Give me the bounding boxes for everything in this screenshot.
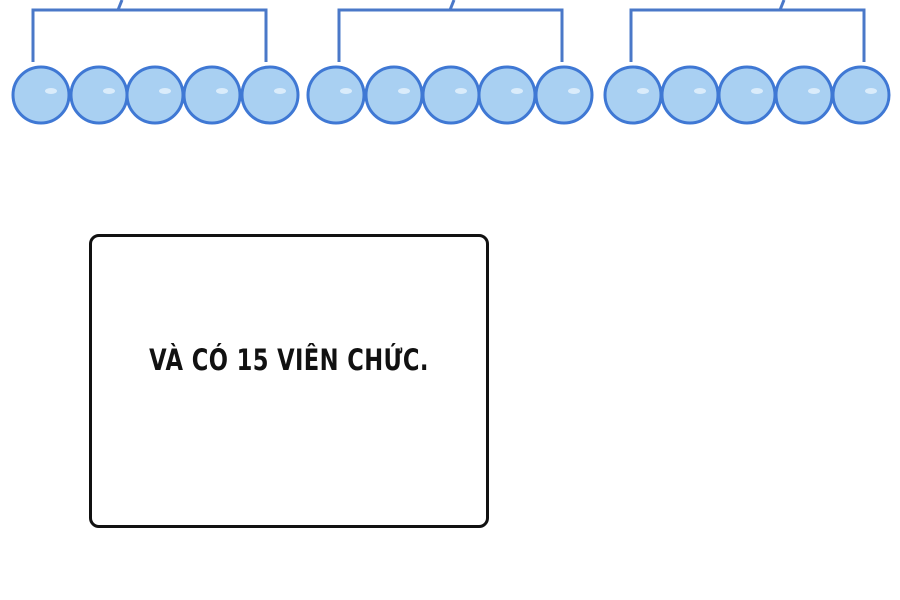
circle-highlight <box>694 88 706 94</box>
person-circle <box>603 65 663 125</box>
bracket-line <box>629 8 866 62</box>
circle-highlight <box>865 88 877 94</box>
bracket-stem <box>116 0 124 11</box>
person-circle <box>477 65 537 125</box>
speech-caption-box: VÀ CÓ 15 VIÊN CHỨC. <box>89 234 489 528</box>
circle-highlight <box>808 88 820 94</box>
person-circle <box>831 65 891 125</box>
circle-highlight <box>511 88 523 94</box>
bracket-line <box>31 8 268 62</box>
person-circle <box>11 65 71 125</box>
bracket-stem <box>778 0 786 11</box>
person-circle <box>125 65 185 125</box>
circle-highlight <box>568 88 580 94</box>
circle-highlight <box>340 88 352 94</box>
circle-highlight <box>398 88 410 94</box>
diagram-group-1 <box>11 0 300 125</box>
person-circle <box>774 65 834 125</box>
person-circle <box>717 65 777 125</box>
circle-highlight <box>274 88 286 94</box>
caption-text: VÀ CÓ 15 VIÊN CHỨC. <box>149 343 429 377</box>
diagram-group-3 <box>603 0 891 125</box>
person-circle <box>69 65 129 125</box>
person-circle <box>240 65 300 125</box>
circle-highlight <box>45 88 57 94</box>
bracket-stem <box>448 0 456 11</box>
circle-highlight <box>159 88 171 94</box>
person-circle <box>660 65 720 125</box>
org-diagram <box>11 0 891 125</box>
person-circle <box>306 65 366 125</box>
circle-highlight <box>637 88 649 94</box>
circle-highlight <box>103 88 115 94</box>
diagram-group-2 <box>306 0 594 125</box>
person-circle <box>534 65 594 125</box>
circle-highlight <box>751 88 763 94</box>
bracket-line <box>337 8 564 62</box>
circle-highlight <box>216 88 228 94</box>
person-circle <box>364 65 424 125</box>
person-circle <box>421 65 481 125</box>
circle-highlight <box>455 88 467 94</box>
person-circle <box>182 65 242 125</box>
